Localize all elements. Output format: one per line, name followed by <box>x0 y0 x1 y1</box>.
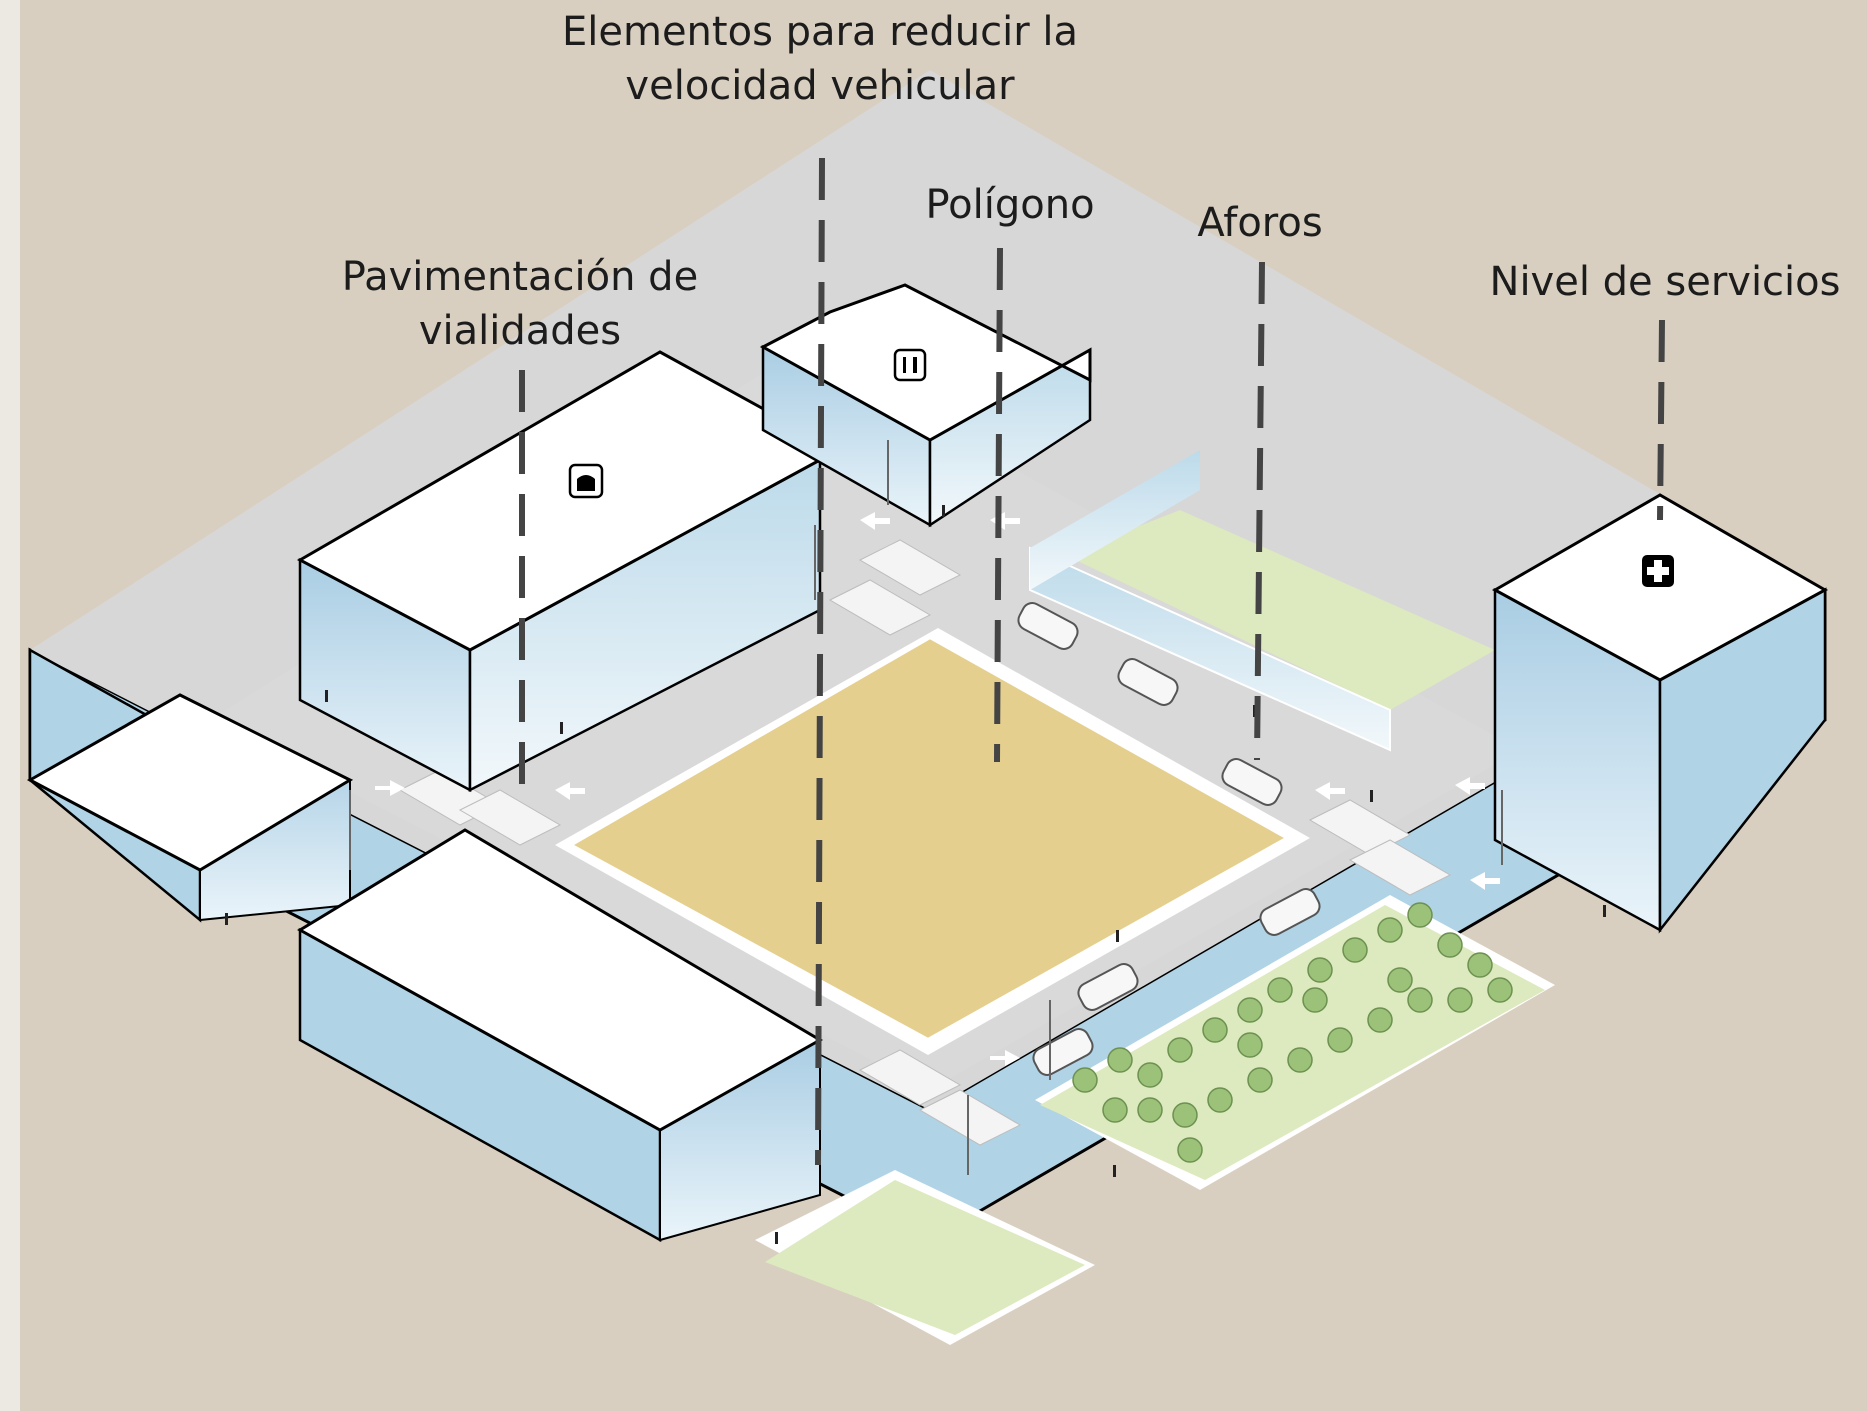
car-icon <box>1117 658 1179 706</box>
tree-icon <box>1177 1137 1203 1163</box>
pedestrian-icon <box>1116 930 1119 942</box>
tree-icon <box>1102 1097 1128 1123</box>
label-elementos-line2: velocidad vehicular <box>625 63 1015 109</box>
pedestrian-icon <box>942 505 945 517</box>
street-lights <box>349 440 1503 1175</box>
label-aforos-text: Aforos <box>1197 200 1323 246</box>
arrow-icon <box>990 1050 1020 1066</box>
crosswalks <box>398 539 1452 1146</box>
park-southwest <box>765 1180 1085 1335</box>
pedestrian-icon <box>775 1232 778 1244</box>
arrow-icon <box>1455 777 1485 795</box>
tree-icon <box>1367 1007 1393 1033</box>
tree-icon <box>1107 1047 1133 1073</box>
tree-icon <box>1387 967 1413 993</box>
label-nivel-servicios-text: Nivel de servicios <box>1489 259 1841 305</box>
car-icon <box>1077 963 1139 1011</box>
tree-icon <box>1267 977 1293 1003</box>
crosswalk <box>1348 839 1452 896</box>
pedestrian-icon <box>225 913 228 925</box>
tree-icon <box>1207 1087 1233 1113</box>
road-arrows <box>375 512 1500 1201</box>
label-elementos-line1: Elementos para reducir la <box>561 9 1078 55</box>
park-south <box>1040 905 1545 1180</box>
cars <box>1017 602 1321 1076</box>
label-aforos: Aforos <box>1170 196 1350 250</box>
crosswalk <box>1308 799 1412 856</box>
arrow-icon <box>1315 782 1345 800</box>
utensils-icon <box>893 348 927 382</box>
label-poligono: Polígono <box>900 178 1120 232</box>
crosswalk <box>918 1089 1022 1146</box>
pedestrian-icon <box>1370 790 1373 802</box>
arrow-icon <box>1470 872 1500 890</box>
car-icon <box>1032 1028 1094 1076</box>
car-icon <box>1259 888 1321 936</box>
tree-icon <box>1202 1017 1228 1043</box>
tree-icon <box>1237 1032 1263 1058</box>
tree-group <box>1072 902 1513 1163</box>
tree-icon <box>1407 987 1433 1013</box>
label-poligono-text: Polígono <box>925 182 1095 228</box>
tree-icon <box>1307 957 1333 983</box>
car-icon <box>1017 602 1079 650</box>
poligono-area <box>565 634 1293 1043</box>
crosswalk <box>858 1049 962 1106</box>
tree-icon <box>1167 1037 1193 1063</box>
tree-icon <box>1172 1102 1198 1128</box>
tree-icon <box>1247 1067 1273 1093</box>
crosswalk <box>828 579 932 636</box>
car-icon <box>1221 758 1283 806</box>
east-wall <box>1029 450 1391 752</box>
pedestrians <box>225 505 1606 1244</box>
tree-icon <box>1467 952 1493 978</box>
leader-line-elementos <box>815 157 825 1166</box>
tree-icon <box>1237 997 1263 1023</box>
label-nivel-servicios: Nivel de servicios <box>1480 255 1850 309</box>
label-elementos: Elementos para reducir la velocidad vehi… <box>560 5 1080 113</box>
building-west <box>26 647 354 923</box>
tree-icon <box>1447 987 1473 1013</box>
tree-icon <box>1377 917 1403 943</box>
tree-icon <box>1137 1097 1163 1123</box>
tree-icon <box>1487 977 1513 1003</box>
label-pavimentacion: Pavimentación de vialidades <box>340 250 700 358</box>
tree-icon <box>1072 1067 1098 1093</box>
arrow-icon <box>555 782 585 800</box>
leader-line-nivel-servicios <box>1657 319 1665 521</box>
pedestrian-icon <box>325 690 328 702</box>
label-pavimentacion-line2: vialidades <box>418 308 622 354</box>
label-pavimentacion-line1: Pavimentación de <box>341 254 699 300</box>
crosswalk <box>458 789 562 846</box>
building-southwest <box>297 828 824 1243</box>
crosswalk <box>858 539 962 596</box>
parking-icon <box>568 463 604 499</box>
tree-icon <box>1137 1062 1163 1088</box>
park-east <box>1065 510 1495 710</box>
tree-icon <box>1437 932 1463 958</box>
building-hospital <box>1491 493 1829 934</box>
pedestrian-icon <box>1603 905 1606 917</box>
pedestrian-icon <box>1113 1165 1116 1177</box>
tree-icon <box>1302 987 1328 1013</box>
leader-line-aforos <box>1254 261 1265 761</box>
leader-lines <box>519 157 1665 1166</box>
tree-icon <box>1327 1027 1353 1053</box>
pedestrian-icon <box>560 722 563 734</box>
arrow-icon <box>860 512 890 530</box>
leader-line-poligono <box>994 247 1003 763</box>
building-parking <box>296 350 822 793</box>
arrow-icon <box>375 780 405 796</box>
tree-icon <box>1287 1047 1313 1073</box>
parks <box>755 510 1555 1345</box>
medical-cross-icon <box>1642 555 1674 587</box>
tree-icon <box>1342 937 1368 963</box>
tree-icon <box>1407 902 1433 928</box>
